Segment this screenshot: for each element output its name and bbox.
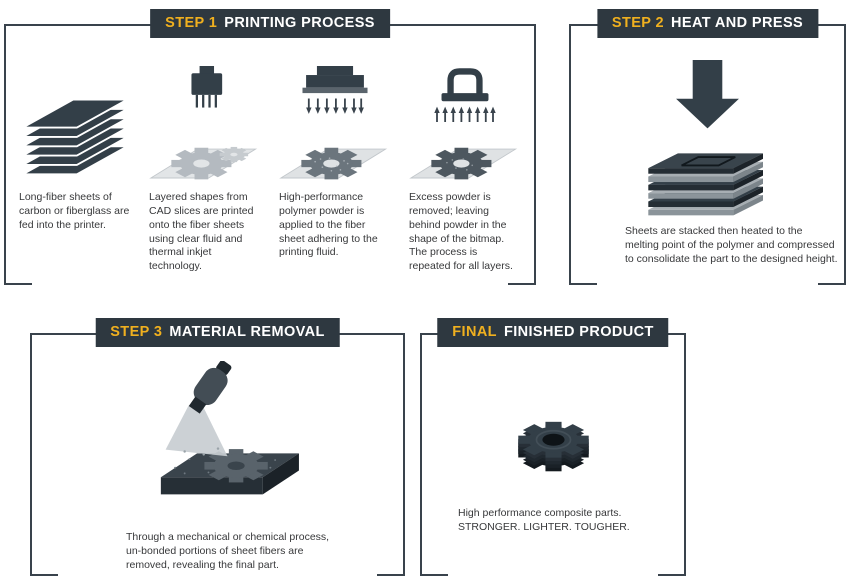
panel-step2: STEP 2 HEAT AND PRESS	[569, 9, 846, 285]
step1-caption-1: Long-fiber sheets of carbon or fiberglas…	[19, 191, 130, 231]
final-caption: High performance composite parts. STRONG…	[458, 507, 630, 533]
step1-item-1: Long-fiber sheets of carbon or fiberglas…	[10, 56, 140, 274]
step1-item-2: Layered shapes from CAD slices are print…	[140, 56, 270, 274]
step1-caption-3: High-performance polymer powder is appli…	[279, 191, 378, 259]
gear-part-icon	[517, 421, 589, 472]
step2-tag: STEP 2	[611, 15, 665, 31]
bracket-corner	[571, 283, 597, 285]
panel-step3: STEP 3 MATERIAL REMOVAL	[30, 318, 405, 576]
step1-header: STEP 1 PRINTING PROCESS	[150, 9, 390, 38]
inkjet-print-icon	[149, 66, 258, 180]
powder-vacuum-icon	[409, 68, 518, 180]
heat-press-icon	[648, 59, 763, 216]
fiber-sheets-icon	[19, 98, 131, 176]
panel-final: FINAL FINISHED PRODUCT High performance c…	[420, 318, 686, 576]
step2-caption: Sheets are stacked then heated to the me…	[625, 225, 838, 265]
step3-caption: Through a mechanical or chemical process…	[126, 531, 330, 571]
bracket-corner	[658, 574, 684, 576]
bracket-corner	[6, 283, 32, 285]
final-tag: FINAL	[452, 324, 497, 340]
final-header: FINAL FINISHED PRODUCT	[437, 318, 669, 347]
step1-tag: STEP 1	[165, 15, 218, 31]
step3-title: MATERIAL REMOVAL	[169, 324, 325, 340]
powder-apply-icon	[279, 66, 388, 180]
step1-items: Long-fiber sheets of carbon or fiberglas…	[6, 26, 534, 274]
bracket-corner	[422, 574, 448, 576]
step1-item-3: High-performance polymer powder is appli…	[270, 56, 400, 274]
bracket-corner	[32, 574, 58, 576]
step2-title: HEAT AND PRESS	[671, 15, 804, 31]
step2-header: STEP 2 HEAT AND PRESS	[596, 9, 819, 38]
step1-title: PRINTING PROCESS	[224, 15, 375, 31]
step1-caption-2: Layered shapes from CAD slices are print…	[149, 191, 254, 273]
final-title: FINISHED PRODUCT	[503, 324, 654, 340]
bracket-corner	[377, 574, 403, 576]
bracket-corner	[508, 283, 534, 285]
bracket-corner	[818, 283, 844, 285]
step1-caption-4: Excess powder is removed; leaving behind…	[409, 191, 513, 273]
step3-header: STEP 3 MATERIAL REMOVAL	[95, 318, 340, 347]
step3-tag: STEP 3	[110, 324, 163, 340]
step1-item-4: Excess powder is removed; leaving behind…	[400, 56, 530, 274]
material-removal-icon	[160, 361, 299, 495]
panel-step1: STEP 1 PRINTING PROCESS Long-fiber sheets…	[4, 9, 536, 285]
